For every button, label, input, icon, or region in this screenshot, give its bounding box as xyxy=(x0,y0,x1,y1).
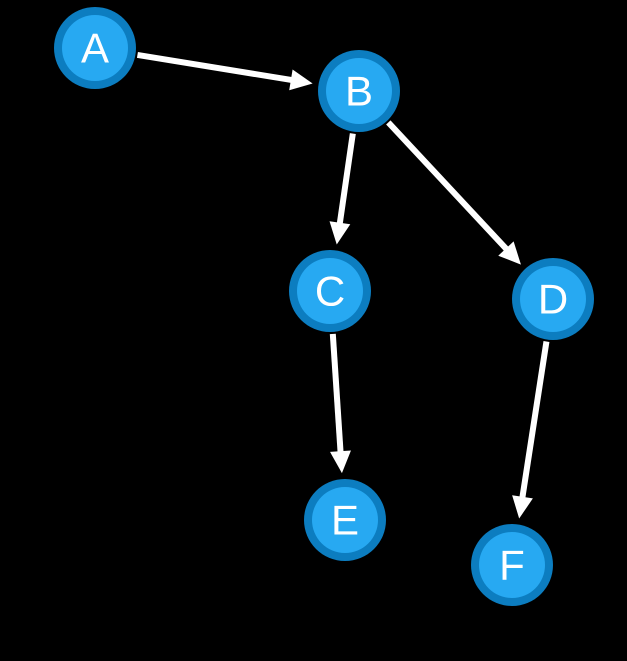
node-B[interactable]: B xyxy=(318,50,400,132)
node-body xyxy=(312,487,378,553)
edge-line xyxy=(518,341,550,504)
edge-arrowhead xyxy=(289,69,313,91)
node-body xyxy=(479,532,545,598)
edge-line xyxy=(136,51,298,84)
node-body xyxy=(62,15,128,81)
node-body xyxy=(520,266,586,332)
node-body xyxy=(326,58,392,124)
edge-line xyxy=(386,120,513,256)
edge-line xyxy=(329,333,344,458)
edge-D-F[interactable] xyxy=(512,341,550,519)
edge-arrowhead xyxy=(498,241,521,265)
node-C[interactable]: C xyxy=(289,250,371,332)
node-body xyxy=(297,258,363,324)
edge-A-B[interactable] xyxy=(136,51,313,91)
node-A[interactable]: A xyxy=(54,7,136,89)
edge-B-C[interactable] xyxy=(329,133,356,245)
node-D[interactable]: D xyxy=(512,258,594,340)
edge-C-E[interactable] xyxy=(329,333,351,474)
edge-B-D[interactable] xyxy=(386,120,521,265)
node-E[interactable]: E xyxy=(304,479,386,561)
edge-arrowhead xyxy=(329,221,351,245)
edge-arrowhead xyxy=(330,450,351,474)
node-F[interactable]: F xyxy=(471,524,553,606)
edge-arrowhead xyxy=(512,495,533,519)
edge-line xyxy=(335,133,356,230)
